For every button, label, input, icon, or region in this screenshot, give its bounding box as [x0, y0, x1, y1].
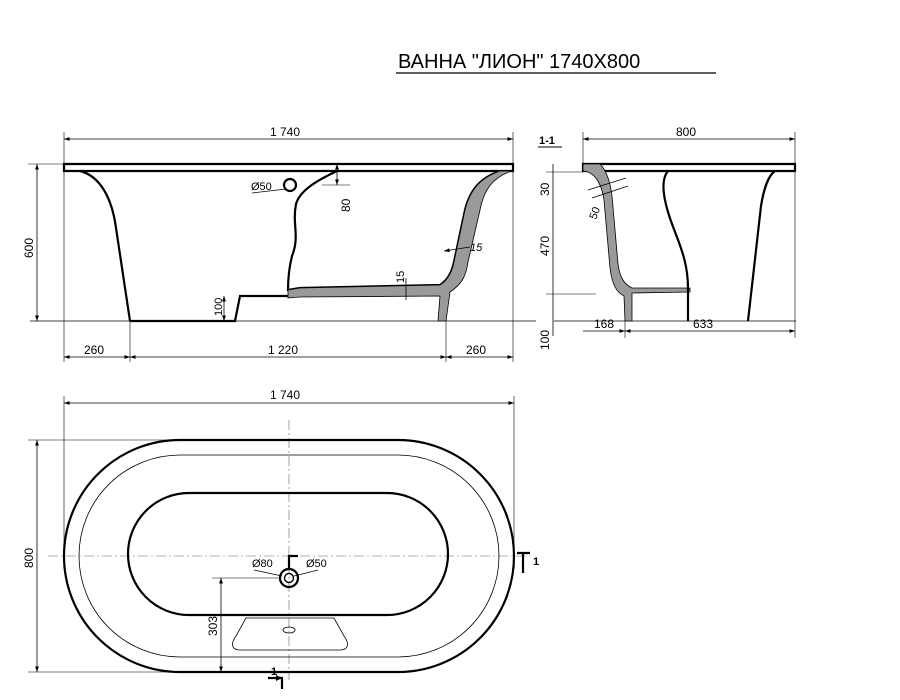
right-offset-label: 260 [466, 343, 486, 357]
wall-section [287, 170, 512, 322]
section-right-wall [746, 170, 776, 322]
section-depth-label: 470 [538, 236, 552, 256]
section-title: 1-1 [539, 135, 555, 147]
plan-length-label: 1 740 [270, 388, 300, 402]
section-drain-line1 [587, 177, 627, 191]
step-height-label: 100 [213, 298, 225, 316]
wall-dim-leader [443, 246, 471, 253]
drawing-title: ВАННА "ЛИОН" 1740Х800 [398, 51, 640, 73]
bottom-thickness-label: 15 [395, 271, 407, 283]
section-drain-label: 50 [588, 205, 603, 221]
plan-view: Ø80 Ø50 1 740 800 303 1 1 [22, 388, 539, 689]
plan-mid-contour [78, 454, 500, 658]
wall-thickness-label: 15 [470, 242, 483, 254]
plan-drain-inner-icon [283, 572, 295, 584]
section-right-offset-label: 633 [693, 317, 713, 331]
section-marker-bottom-arrow [276, 675, 282, 681]
section-inner-curve [662, 170, 690, 289]
plan-step-drain [282, 626, 296, 634]
section-width-label: 800 [676, 125, 696, 139]
section-base-label: 100 [538, 330, 552, 350]
left-offset-label: 260 [84, 343, 104, 357]
section-rim [581, 162, 797, 173]
inner-step [130, 294, 288, 323]
section-left-offset-label: 168 [594, 317, 614, 331]
plan-inner-bowl [126, 491, 450, 617]
plan-drain-marker [287, 554, 298, 570]
section-marker-bottom [268, 676, 284, 689]
plan-width-label: 800 [22, 548, 36, 568]
section-rim-label: 30 [538, 182, 552, 196]
section-marker-right-label: 1 [533, 556, 539, 568]
section-drain-line2 [591, 185, 629, 199]
plan-drain-leader-right [293, 569, 319, 577]
section-view: 1-1 50 800 30 470 100 168 633 [538, 125, 797, 350]
center-length-label: 1 220 [268, 343, 298, 357]
left-outer-wall [79, 169, 132, 322]
plan-drain-leader-left [253, 569, 283, 577]
front-view: Ø50 1 740 600 80 15 15 100 260 1 220 [22, 125, 536, 362]
section-marker-right [517, 551, 530, 573]
front-height-label: 600 [22, 238, 36, 258]
plan-step-area [232, 617, 348, 651]
front-length-label: 1 740 [270, 125, 300, 139]
plan-drain-offset-label: 303 [206, 616, 220, 636]
section-marker-bottom-label: 1 [271, 666, 277, 678]
plan-drain-outer-label: Ø80 [252, 558, 273, 570]
overflow-height-label: 80 [339, 198, 353, 212]
section-wall [582, 163, 691, 322]
overflow-drain-icon [282, 177, 298, 193]
plan-drain-inner-label: Ø50 [306, 558, 327, 570]
step-vertical [234, 295, 241, 322]
drain-diameter-label: Ø50 [251, 181, 272, 193]
rim [62, 162, 515, 173]
drain-leader [251, 188, 287, 194]
